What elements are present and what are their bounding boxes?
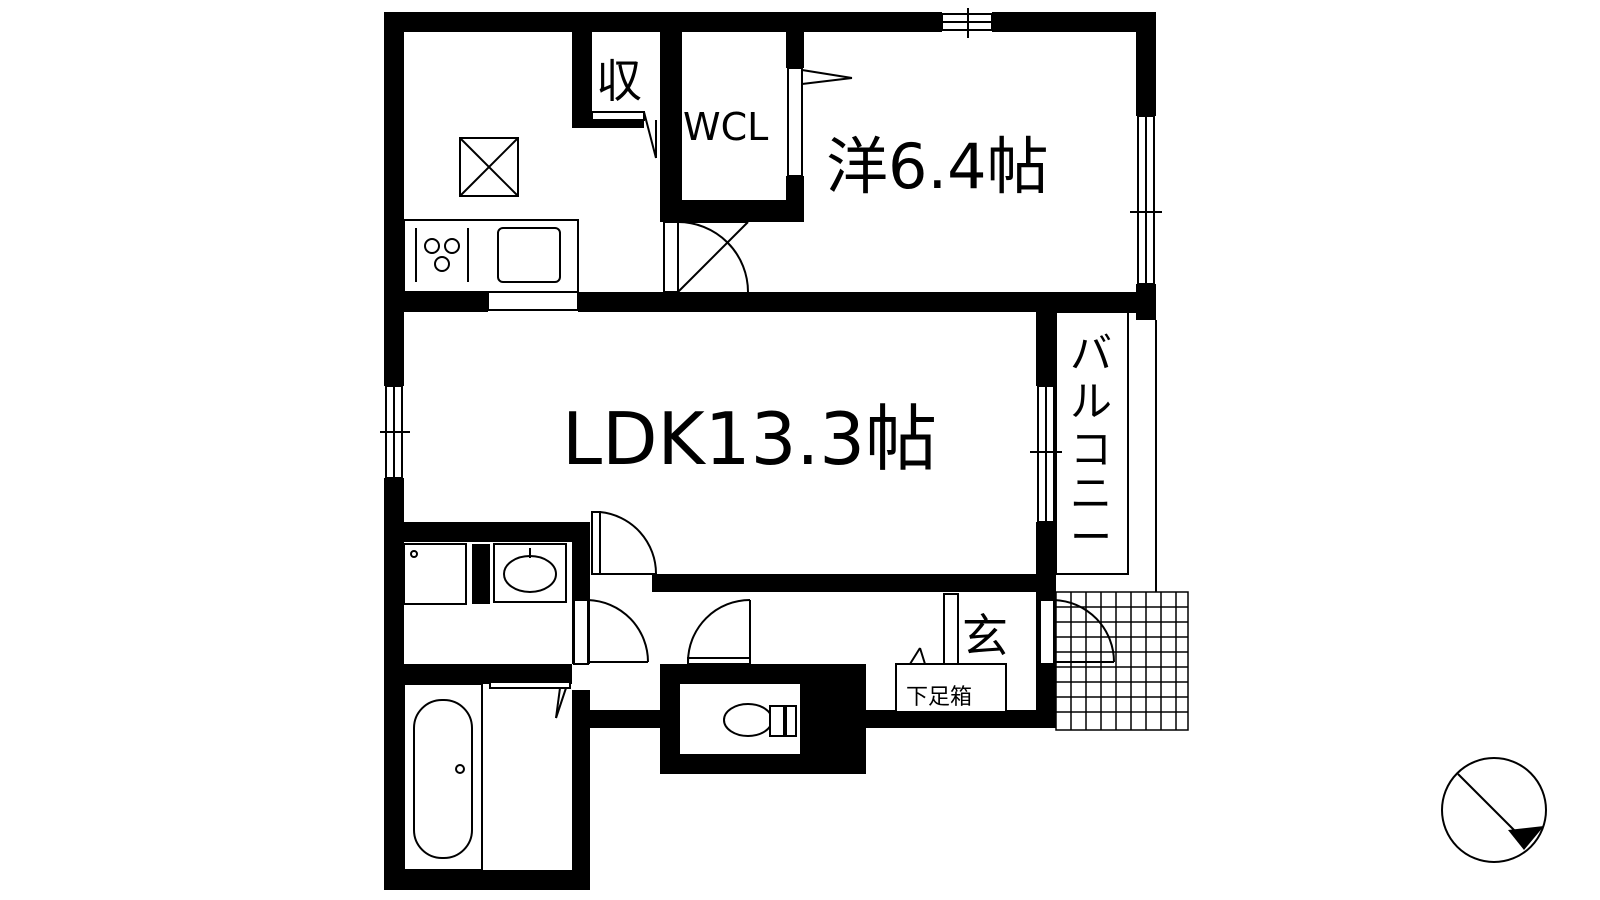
balcony [1055,311,1157,592]
balcony-char-3: コ [1070,425,1112,474]
balcony-char-5: ー [1070,513,1112,562]
exterior-walls [384,12,1156,890]
western-room-label: 洋6.4帖 [826,130,1049,203]
balcony-char-1: バ [1070,329,1112,378]
entrance-door [1039,599,1115,665]
balcony-char-4: ニ [1070,469,1112,518]
ceiling-hatch [459,137,519,197]
left-window [380,385,410,479]
wash-basin [493,543,567,603]
entrance-label: 玄 [962,609,1008,663]
kitchen-counter [403,219,579,311]
balcony-label: バ ル コ ニ ー [1070,329,1112,562]
washroom-partition [472,544,490,604]
bedroom-door [663,221,749,293]
porch-tile-grid [1055,591,1189,731]
toilet-door [687,599,751,665]
north-arrow-icon [1441,757,1547,863]
ldk-label: LDK13.3帖 [562,397,937,481]
storage-label: 収 [596,54,642,108]
top-window [941,8,993,38]
balcony-char-2: ル [1070,377,1112,426]
washroom-door [573,599,649,665]
entrance-steps [895,593,1007,713]
toilet-icon [723,703,797,737]
washing-machine-space [403,543,467,605]
stove-burner-icon [424,238,440,254]
shoe-box-label: 下足箱 [906,685,972,710]
hall-door [591,511,658,575]
bathtub [403,683,483,871]
wcl-door [787,67,853,177]
balcony-window [1030,385,1062,523]
bedroom-window [1130,115,1162,285]
wcl-label: WCL [683,105,768,149]
bathroom-door [489,681,571,719]
storage-door [591,111,657,159]
